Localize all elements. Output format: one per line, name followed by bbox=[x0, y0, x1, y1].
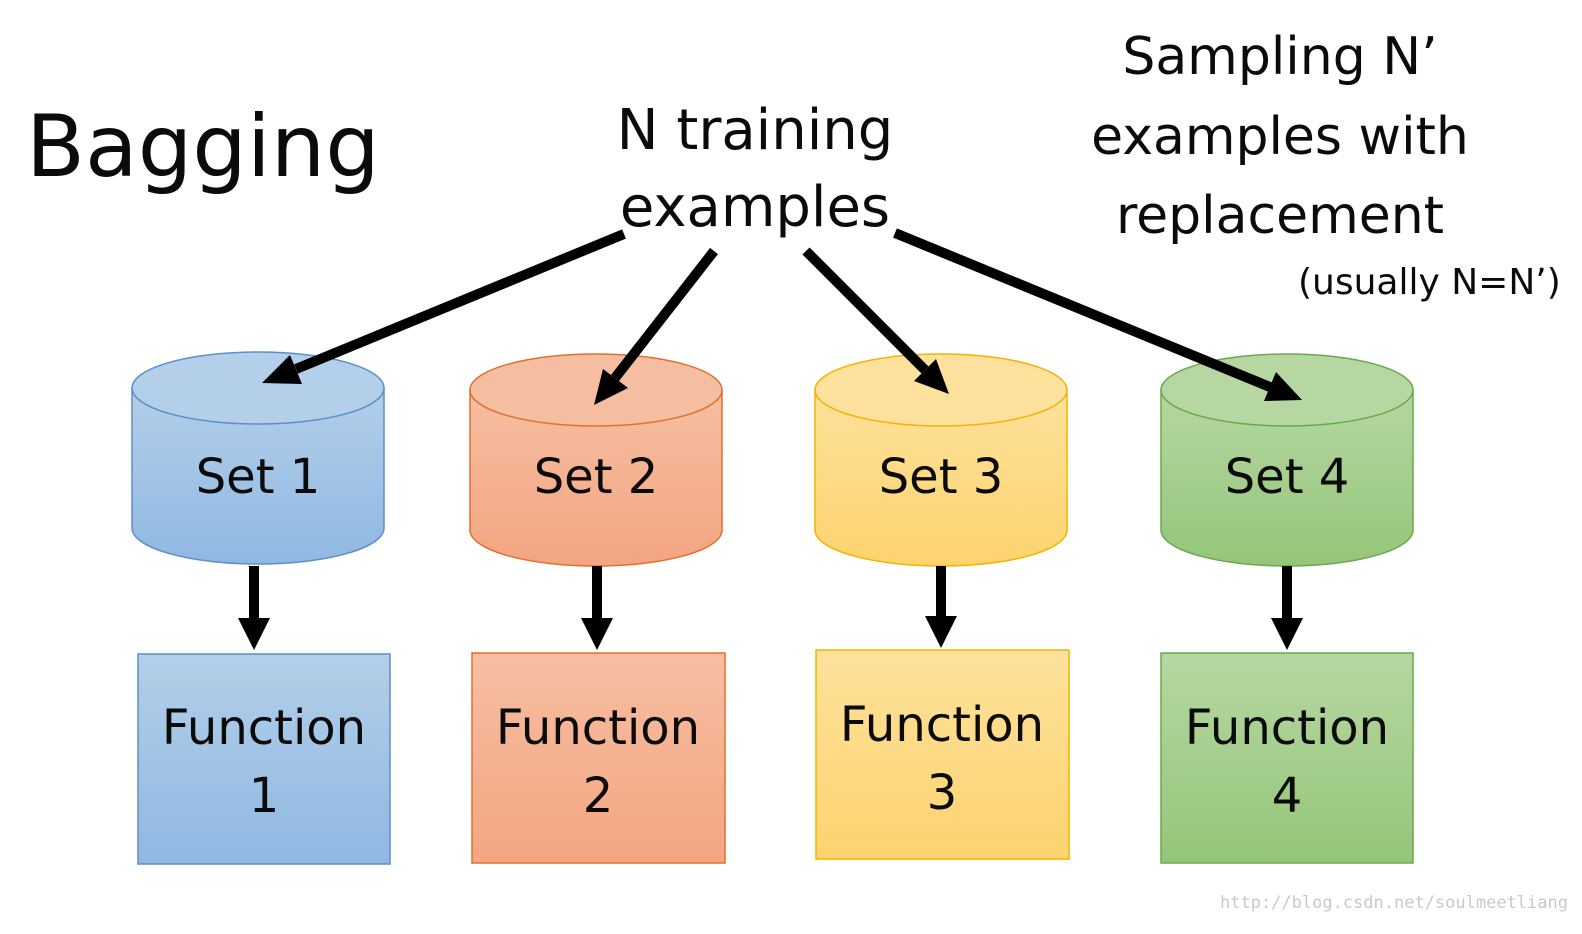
function-3-box bbox=[815, 649, 1070, 860]
root-label-line-1: N training bbox=[616, 98, 894, 163]
function-1-box bbox=[137, 653, 391, 865]
function-1-label-line-2: 1 bbox=[248, 768, 280, 825]
function-4-label-line-1: Function bbox=[1184, 700, 1390, 756]
function-4-label: Function 4 bbox=[1161, 694, 1413, 830]
arrow-root-to-set-1 bbox=[262, 229, 626, 384]
sampling-note-line-2: examples with bbox=[1091, 106, 1469, 167]
function-2-label-line-2: 2 bbox=[582, 768, 614, 825]
sampling-note-line-3: replacement bbox=[1115, 186, 1445, 247]
function-2-label-line-1: Function bbox=[495, 700, 701, 756]
function-3-label-line-1: Function bbox=[839, 697, 1045, 753]
arrow-root-to-set-4 bbox=[893, 228, 1302, 401]
function-2-box bbox=[471, 652, 726, 864]
set-3-label: Set 3 bbox=[878, 449, 1004, 505]
set-4-label: Set 4 bbox=[1224, 449, 1350, 505]
set-3-cylinder bbox=[814, 353, 1068, 567]
watermark: http://blog.csdn.net/soulmeetliang bbox=[1220, 893, 1568, 913]
arrow-root-to-set-3 bbox=[802, 247, 949, 394]
sampling-note-subtext: (usually N=N’) bbox=[1298, 262, 1561, 303]
arrow-set-1-to-function-1 bbox=[238, 566, 270, 650]
arrow-set-3-to-function-3 bbox=[925, 566, 957, 648]
function-4-label-line-2: 4 bbox=[1271, 768, 1303, 825]
function-2-label: Function 2 bbox=[472, 694, 724, 830]
function-3-label-line-2: 3 bbox=[926, 765, 958, 822]
root-node-label: N training examples bbox=[600, 92, 910, 247]
arrow-set-4-to-function-4 bbox=[1271, 566, 1303, 650]
sampling-note-line-1: Sampling N’ bbox=[1122, 27, 1438, 87]
function-1-label-line-1: Function bbox=[161, 700, 367, 756]
arrow-root-to-set-2 bbox=[594, 247, 718, 405]
set-1-cylinder bbox=[131, 351, 385, 565]
set-1-label: Set 1 bbox=[195, 449, 321, 505]
function-3-label: Function 3 bbox=[816, 691, 1068, 827]
set-2-label: Set 2 bbox=[533, 449, 659, 505]
sampling-note: Sampling N’ examples with replacement bbox=[1070, 18, 1490, 257]
function-4-box bbox=[1160, 652, 1414, 864]
function-1-label: Function 1 bbox=[138, 694, 390, 830]
set-2-cylinder bbox=[469, 353, 723, 567]
root-label-line-2: examples bbox=[619, 175, 891, 241]
arrow-set-2-to-function-2 bbox=[581, 566, 613, 650]
diagram-title: Bagging bbox=[26, 97, 380, 197]
